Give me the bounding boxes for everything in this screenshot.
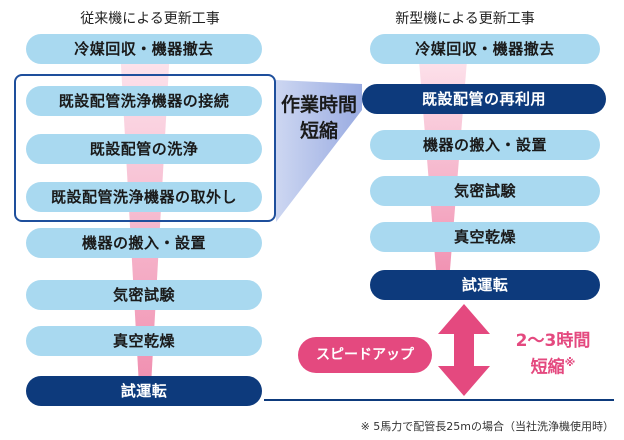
baseline-divider — [264, 399, 614, 401]
double-arrow — [438, 304, 490, 396]
right-step-reuse-pipes: 既設配管の再利用 — [362, 84, 606, 114]
left-step-connect-cleaner: 既設配管洗浄機器の接続 — [26, 86, 262, 116]
time-reduction-label: 作業時間 短縮 — [270, 92, 368, 144]
right-step-collect: 冷媒回収・機器撤去 — [370, 34, 600, 64]
right-step-install: 機器の搬入・設置 — [370, 130, 600, 160]
right-step-test-run: 試運転 — [370, 270, 600, 300]
left-funnel — [120, 48, 170, 386]
saving-label: 2〜3時間 短縮※ — [497, 330, 609, 379]
left-step-airtight-test: 気密試験 — [26, 280, 262, 310]
saving-line2-wrap: 短縮※ — [497, 352, 609, 379]
saving-line1: 2〜3時間 — [515, 331, 591, 351]
cleaning-steps-group — [14, 74, 276, 222]
right-heading: 新型機による更新工事 — [395, 11, 535, 27]
left-step-collect: 冷媒回収・機器撤去 — [26, 34, 262, 64]
footnote: ※ 5馬力で配管長25mの場合（当社洗浄機使用時） — [360, 420, 614, 433]
left-step-test-run: 試運転 — [26, 376, 262, 406]
right-step-airtight-test: 気密試験 — [370, 176, 600, 206]
speedup-badge: スピードアップ — [298, 337, 432, 373]
left-step-install: 機器の搬入・設置 — [26, 228, 262, 258]
left-step-vacuum-dry: 真空乾燥 — [26, 326, 262, 356]
left-step-clean-pipes: 既設配管の洗浄 — [26, 134, 262, 164]
saving-note-mark: ※ — [564, 356, 576, 369]
saving-line2: 短縮 — [530, 357, 565, 378]
time-reduction-line1: 作業時間 — [280, 94, 357, 116]
right-step-vacuum-dry: 真空乾燥 — [370, 222, 600, 252]
left-heading: 従来機による更新工事 — [80, 11, 220, 27]
reduction-band — [276, 80, 362, 222]
left-step-remove-cleaner: 既設配管洗浄機器の取外し — [26, 182, 262, 212]
time-reduction-line2: 短縮 — [299, 120, 338, 142]
